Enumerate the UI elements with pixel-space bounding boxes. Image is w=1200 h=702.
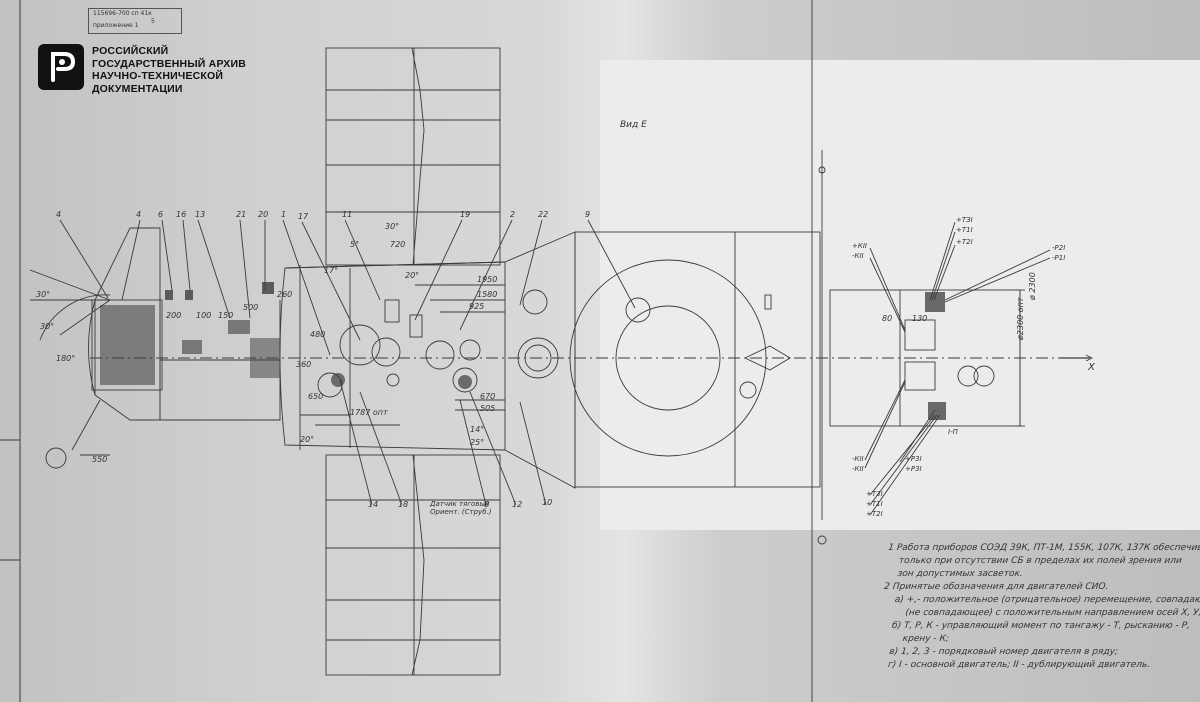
thruster-label: -КII xyxy=(852,465,864,473)
thruster-label: -КII xyxy=(852,252,864,260)
callout-number: 18 xyxy=(398,500,409,509)
callout-number: 22 xyxy=(538,210,549,219)
callout-number: 21 xyxy=(236,210,247,219)
thruster-label: I-П xyxy=(948,428,958,436)
angle-label: 720 xyxy=(390,240,406,249)
note-line: а) +,- положительное (отрицательное) пер… xyxy=(894,595,1200,605)
dimension-label: 80 xyxy=(882,314,893,323)
solar-array-bottom xyxy=(325,454,501,601)
callout-number: 8 xyxy=(484,500,490,509)
angle-label: 20° xyxy=(300,435,315,444)
archive-name: РОССИЙСКИЙ ГОСУДАРСТВЕННЫЙ АРХИВ НАУЧНО-… xyxy=(92,45,246,95)
thruster-label: +КII xyxy=(852,242,867,250)
dimension-label: 500 xyxy=(243,303,259,312)
callout-number: 9 xyxy=(585,210,591,219)
thruster-label: +Т1I xyxy=(866,500,883,508)
dimension-label: 650 xyxy=(308,392,324,401)
dimension-label: ø 2300 xyxy=(1028,272,1037,300)
dimension-label: 1580 xyxy=(477,290,498,299)
large-module xyxy=(574,231,821,488)
thruster-label: +Т2I xyxy=(866,510,883,518)
thruster-label: +Т3I xyxy=(866,490,883,498)
dimension-label: 925 xyxy=(469,302,485,311)
note-line: 1 Работа приборов СОЭД 39К, ПТ-1М, 155К,… xyxy=(887,543,1200,553)
dimension-label: 1787 опт xyxy=(350,408,388,417)
dimension-label: 360 xyxy=(296,360,312,369)
angle-label: 180° xyxy=(56,354,76,363)
thruster-label: +Т1I xyxy=(956,226,973,234)
stamp-sheet: приложение 1 xyxy=(93,22,139,29)
thruster-label: +Т2I xyxy=(956,238,973,246)
thruster-label: -Р2I xyxy=(1052,244,1066,252)
callout-number: 20 xyxy=(258,210,269,219)
thruster-label: +Р3I xyxy=(905,465,922,473)
callout-number: 6 xyxy=(158,210,164,219)
callout-number: 16 xyxy=(176,210,187,219)
archive-name-line1: РОССИЙСКИЙ xyxy=(92,45,169,57)
archive-name-line2: ГОСУДАРСТВЕННЫЙ АРХИВ xyxy=(92,57,246,70)
callout-number: 2 xyxy=(510,210,516,219)
working-compartment xyxy=(279,261,506,451)
dimension-label: 505 xyxy=(480,404,496,413)
archive-name-line4: ДОКУМЕНТАЦИИ xyxy=(92,82,183,95)
thruster-label: +Р3I xyxy=(905,455,922,463)
title-stamp: 115696-700 сп 41к приложение 1 5 xyxy=(88,8,182,34)
note-line: (не совпадающее) с положительным направл… xyxy=(904,608,1200,618)
dimension-label: 1950 xyxy=(477,275,498,284)
stamp-page: 5 xyxy=(151,18,155,25)
note-line: только при отсутствии СБ в пределах их п… xyxy=(898,556,1183,566)
axis-label: X xyxy=(1088,362,1095,373)
callout-number: 13 xyxy=(195,210,206,219)
callout-number: 4 xyxy=(136,210,142,219)
dimension-label: 550 xyxy=(92,455,108,464)
solar-array-top xyxy=(325,47,501,121)
angle-label: 30° xyxy=(385,222,400,231)
dimension-label: 200 xyxy=(166,311,182,320)
view-label: Вид Е xyxy=(620,120,647,130)
stamp-code: 115696-700 сп 41к xyxy=(93,10,152,17)
dimension-label: 480 xyxy=(310,330,326,339)
thruster-label: -Р1I xyxy=(1052,254,1066,262)
dimension-label: 150 xyxy=(218,311,234,320)
note-line: б) Т, Р, К - управляющий момент по танга… xyxy=(891,621,1191,631)
transition-section xyxy=(504,231,576,489)
dimension-label: 670 xyxy=(480,392,496,401)
angle-label: 20° xyxy=(405,271,420,280)
dimension-label: ø2300 опт xyxy=(1016,297,1025,340)
dimension-label: 100 xyxy=(196,311,212,320)
callout-number: 14 xyxy=(368,500,379,509)
thruster-label: -КII xyxy=(852,455,864,463)
dimension-label: 260 xyxy=(277,290,293,299)
note-line: 2 Принятые обозначения для двигателей СИ… xyxy=(883,582,1109,592)
callout-number: 19 xyxy=(460,210,471,219)
note-line: крену - К; xyxy=(902,634,950,644)
archive-name-line3: НАУЧНО-ТЕХНИЧЕСКОЙ xyxy=(92,70,224,82)
angle-label: 30° xyxy=(36,290,51,299)
note-line: зон допустимых засветок. xyxy=(896,569,1024,579)
note-line: в) 1, 2, 3 - порядковый номер двигателя … xyxy=(888,647,1119,657)
callout-number: 4 xyxy=(56,210,62,219)
drawing-notes: 1 Работа приборов СОЭД 39К, ПТ-1М, 155К,… xyxy=(875,542,1200,672)
angle-label: 25° xyxy=(470,438,485,447)
callout-number: 10 xyxy=(542,498,553,507)
dimension-label: 130 xyxy=(912,314,928,323)
angle-label: 17° xyxy=(324,266,339,275)
angle-label: 5° xyxy=(350,240,360,249)
angle-label: 14° xyxy=(470,425,485,434)
callout-number: 12 xyxy=(512,500,523,509)
datum-note: Датчик тяговый Ориент. (Струб.) xyxy=(430,500,492,516)
archive-logo-icon xyxy=(38,44,84,90)
angle-label: 30° xyxy=(40,322,55,331)
thruster-label: +ТЗI xyxy=(956,216,973,224)
callout-number: 17 xyxy=(298,212,309,221)
note-line: г) I - основной двигатель; II - дублирую… xyxy=(887,660,1151,670)
callout-number: 11 xyxy=(342,210,353,219)
callout-number: 1 xyxy=(281,210,287,219)
